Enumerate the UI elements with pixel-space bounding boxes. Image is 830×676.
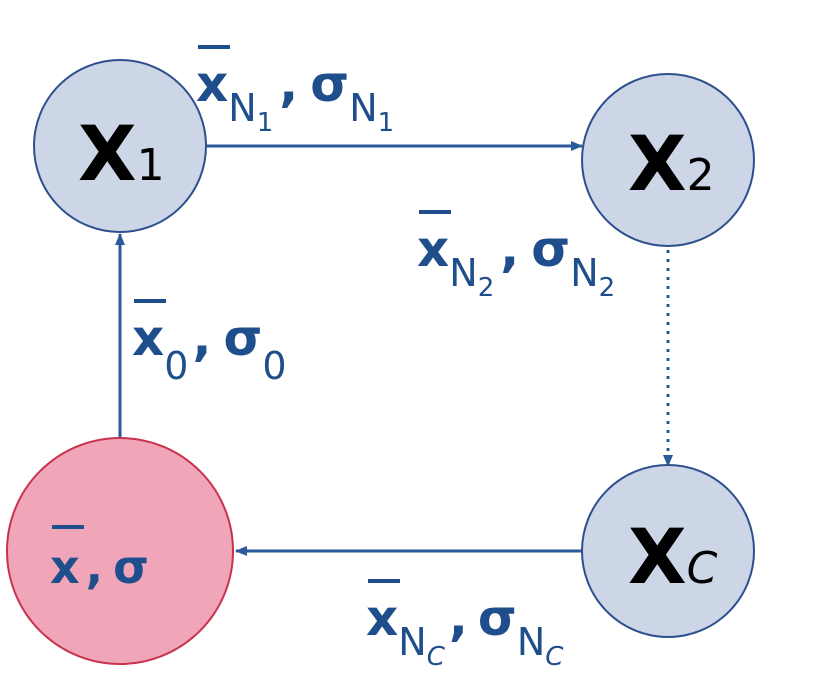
label-xc-result-xbar: x	[366, 589, 398, 647]
label-result-to-x1: x0,σ0	[132, 299, 287, 388]
label-x2-xc-sigma: σ	[531, 220, 570, 278]
label-x2-xc-xbar: x	[417, 220, 449, 278]
label-result-x1-xbar: x	[132, 309, 164, 367]
node-result: x,σ	[6, 437, 234, 665]
label-x2-to-xc: xN2,σN2	[417, 210, 615, 303]
result-sep: ,	[86, 540, 103, 594]
svg-text:xN2,σN2: xN2,σN2	[417, 220, 615, 303]
node-result-label: x,σ	[50, 540, 149, 594]
result-xbar: x	[50, 540, 80, 594]
label-x1-to-x2: xN1,σN1	[196, 45, 394, 138]
node-xc: XC	[581, 464, 755, 638]
node-x1-circle	[33, 59, 207, 233]
node-x2-circle	[581, 73, 755, 247]
label-x1-x2-xbar: x	[196, 55, 228, 113]
node-xc-label: XC	[628, 512, 718, 601]
node-result-circle	[6, 437, 234, 665]
node-x1: X1	[33, 59, 207, 233]
label-xc-to-result: xNC,σNC	[366, 579, 564, 672]
svg-text:xNC,σNC: xNC,σNC	[366, 589, 564, 672]
svg-text:xN1,σN1: xN1,σN1	[196, 55, 394, 138]
svg-text:x0,σ0: x0,σ0	[132, 309, 287, 388]
node-x1-label: X1	[78, 109, 165, 198]
label-x1-x2-sigma: σ	[310, 55, 349, 113]
result-sigma: σ	[113, 540, 149, 594]
label-xc-result-sigma: σ	[478, 589, 517, 647]
label-result-x1-sigma: σ	[223, 309, 262, 367]
node-x2: X2	[581, 73, 755, 247]
node-x2-label: X2	[628, 119, 715, 208]
node-xc-circle	[581, 464, 755, 638]
